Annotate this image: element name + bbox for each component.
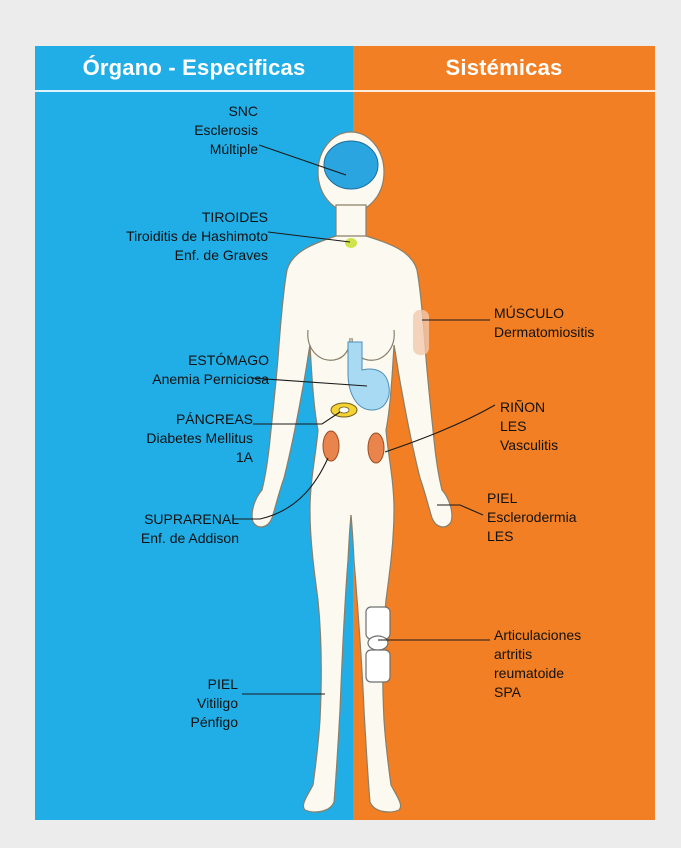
tiroides-title: TIROIDES bbox=[126, 208, 268, 227]
estomago-label: ESTÓMAGO Anemia Perniciosa bbox=[152, 351, 269, 389]
articulaciones-line2: reumatoide bbox=[494, 664, 581, 683]
right-kidney-icon bbox=[368, 433, 384, 463]
pancreas-line1: Diabetes Mellitus bbox=[146, 429, 253, 448]
thyroid-icon bbox=[345, 238, 357, 248]
articulaciones-title: Articulaciones bbox=[494, 626, 581, 645]
musculo-line1: Dermatomiositis bbox=[494, 323, 594, 342]
brain-icon bbox=[324, 141, 378, 189]
pancreas-label: PÁNCREAS Diabetes Mellitus 1A bbox=[146, 410, 253, 467]
tiroides-line1: Tiroiditis de Hashimoto bbox=[126, 227, 268, 246]
suprarenal-line1: Enf. de Addison bbox=[141, 529, 239, 548]
knee-joint-icon bbox=[366, 607, 390, 682]
tiroides-label: TIROIDES Tiroiditis de Hashimoto Enf. de… bbox=[126, 208, 268, 265]
neck bbox=[336, 205, 366, 238]
articulaciones-line3: SPA bbox=[494, 683, 581, 702]
rinon-line1: LES bbox=[500, 417, 558, 436]
snc-title: SNC bbox=[194, 102, 258, 121]
tiroides-line2: Enf. de Graves bbox=[126, 246, 268, 265]
articulaciones-label: Articulaciones artritis reumatoide SPA bbox=[494, 626, 581, 702]
piel-right-title: PIEL bbox=[487, 489, 576, 508]
pancreas-line2: 1A bbox=[146, 448, 253, 467]
suprarenal-title: SUPRARENAL bbox=[141, 510, 239, 529]
estomago-line1: Anemia Perniciosa bbox=[152, 370, 269, 389]
pancreas-title: PÁNCREAS bbox=[146, 410, 253, 429]
rinon-title: RIÑON bbox=[500, 398, 558, 417]
snc-line1: Esclerosis bbox=[194, 121, 258, 140]
piel-right-line2: LES bbox=[487, 527, 576, 546]
piel-left-line2: Pénfigo bbox=[191, 713, 238, 732]
pancreas-duct-icon bbox=[339, 407, 349, 413]
arm-muscle-highlight bbox=[413, 310, 429, 355]
piel-right-line1: Esclerodermia bbox=[487, 508, 576, 527]
rinon-leader bbox=[385, 405, 495, 452]
piel-right-label: PIEL Esclerodermia LES bbox=[487, 489, 576, 546]
rinon-label: RIÑON LES Vasculitis bbox=[500, 398, 558, 455]
snc-line2: Múltiple bbox=[194, 140, 258, 159]
estomago-title: ESTÓMAGO bbox=[152, 351, 269, 370]
suprarenal-label: SUPRARENAL Enf. de Addison bbox=[141, 510, 239, 548]
piel-left-title: PIEL bbox=[191, 675, 238, 694]
rinon-line2: Vasculitis bbox=[500, 436, 558, 455]
piel-left-label: PIEL Vitiligo Pénfigo bbox=[191, 675, 238, 732]
piel-left-line1: Vitiligo bbox=[191, 694, 238, 713]
articulaciones-line1: artritis bbox=[494, 645, 581, 664]
left-kidney-icon bbox=[323, 431, 339, 461]
musculo-label: MÚSCULO Dermatomiositis bbox=[494, 304, 594, 342]
snc-label: SNC Esclerosis Múltiple bbox=[194, 102, 258, 159]
musculo-title: MÚSCULO bbox=[494, 304, 594, 323]
